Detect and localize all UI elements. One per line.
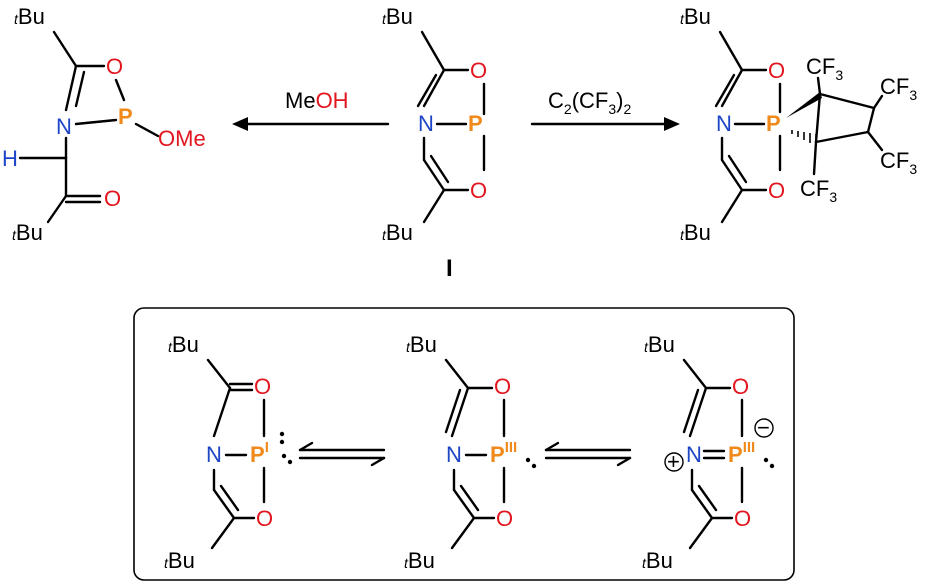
oxygen-atom: O xyxy=(768,178,785,203)
hydrogen-atom: H xyxy=(2,146,18,171)
phosphorus-atom: P xyxy=(118,104,133,129)
oxygen-atom: O xyxy=(496,506,513,531)
nitrogen-atom: N xyxy=(418,111,434,136)
oxygen-atom: O xyxy=(494,374,511,399)
phosphorus-PI: PI xyxy=(250,439,269,467)
arrow-methanol: MeOH xyxy=(232,88,390,131)
tbu-top-left: tBu xyxy=(14,4,45,29)
oxygen-atom: O xyxy=(254,374,271,399)
positive-charge xyxy=(664,452,684,472)
resonance-PIII: tBu O N PIII O tBu xyxy=(404,332,537,573)
tbu: tBu xyxy=(164,548,195,573)
negative-charge xyxy=(754,418,774,438)
nitrogen-atom: N xyxy=(446,442,462,467)
cycloaddition-product: tBu O N P O tBu CF3 C xyxy=(680,4,917,245)
tbu: tBu xyxy=(644,332,675,357)
nitrogen-atom: N xyxy=(716,111,732,136)
oxygen-atom: O xyxy=(470,58,487,83)
compound-I: tBu O N P O tBu I xyxy=(382,4,487,282)
nitrogen-atom: N xyxy=(686,442,702,467)
cf3-group: CF3 xyxy=(800,176,837,205)
equilibrium-arrow-2 xyxy=(544,441,632,467)
resonance-box xyxy=(133,307,795,581)
plus-sign: + xyxy=(667,449,680,474)
phosphorus-zwitterion: PIII xyxy=(728,439,755,467)
reagent-methanol: MeOH xyxy=(285,88,349,113)
resonance-zwitterion: tBu O + N PIII − O tBu xyxy=(642,332,775,573)
compound-label: I xyxy=(446,255,453,282)
oxygen-atom: O xyxy=(256,506,273,531)
arrow-alkyne: C2(CF3)2 xyxy=(530,88,680,131)
tbu: tBu xyxy=(642,548,673,573)
tbu-top-right: tBu xyxy=(680,4,711,29)
oxygen-atom: O xyxy=(734,506,751,531)
tbu-top: tBu xyxy=(382,4,413,29)
phosphorus-PIII: PIII xyxy=(490,439,517,467)
oxygen-atom: O xyxy=(732,374,749,399)
equilibrium-arrow-1 xyxy=(298,441,386,467)
cf3-group: CF3 xyxy=(880,148,917,177)
methoxy-group: OMe xyxy=(158,126,206,151)
reagent-alkyne: C2(CF3)2 xyxy=(548,88,631,117)
oxygen-atom: O xyxy=(768,58,785,83)
methanol-product: tBu O P OMe N H O tBu xyxy=(2,4,206,245)
tbu-bottom: tBu xyxy=(382,220,413,245)
oxygen-atom: O xyxy=(106,54,123,79)
cf3-group: CF3 xyxy=(806,54,843,83)
phosphorus-atom: P xyxy=(468,111,483,136)
nitrogen-atom: N xyxy=(56,114,72,139)
tbu-bottom-right: tBu xyxy=(680,220,711,245)
tbu-bottom-left: tBu xyxy=(12,220,43,245)
oxygen-atom: O xyxy=(470,178,487,203)
cf3-group: CF3 xyxy=(880,74,917,103)
phosphorus-atom: P xyxy=(766,111,781,136)
oxygen-atom: O xyxy=(104,186,121,211)
nitrogen-atom: N xyxy=(206,442,222,467)
minus-sign: − xyxy=(757,415,770,440)
tbu: tBu xyxy=(404,548,435,573)
tbu: tBu xyxy=(406,332,437,357)
tbu: tBu xyxy=(168,332,199,357)
resonance-PI: tBu O N PI O tBu xyxy=(164,332,293,573)
